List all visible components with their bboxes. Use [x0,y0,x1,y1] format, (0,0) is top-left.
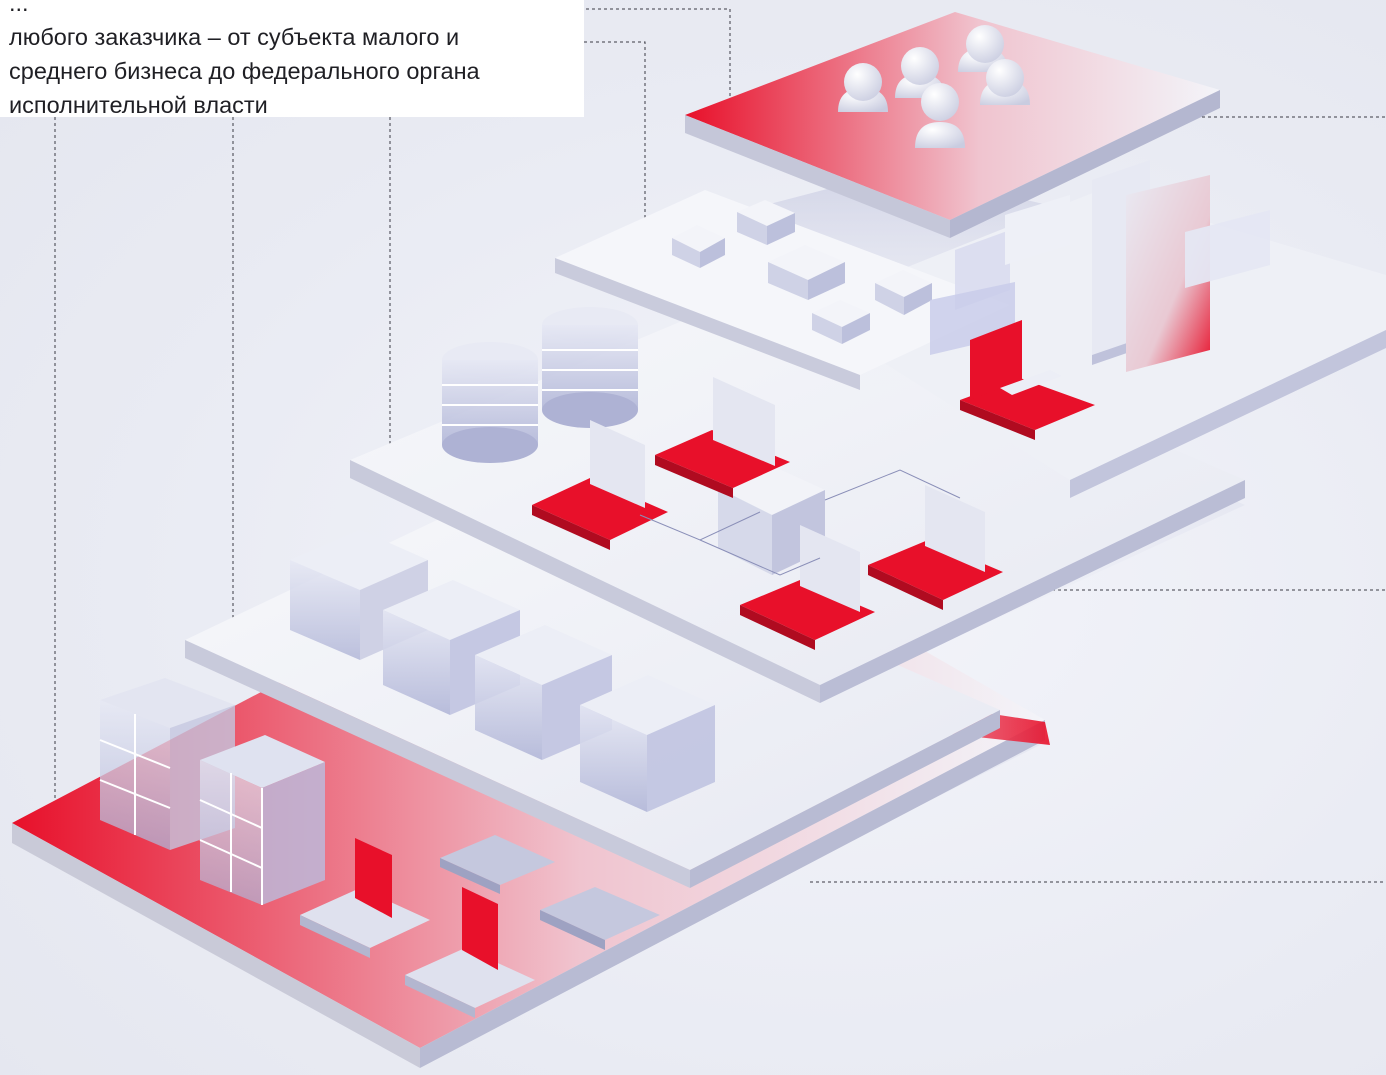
caption-text: ... любого заказчика – от субъекта малог… [9,0,480,117]
caption-box: ... любого заказчика – от субъекта малог… [0,0,584,117]
cube-icon [812,300,870,344]
leader-lines [54,8,1386,883]
cube-icon [672,225,725,268]
laptop-icon [868,485,1003,610]
leader-line-mid-left [584,41,646,248]
laptop-icon [655,377,790,498]
database-icon [542,307,638,428]
laptop-icon [300,838,430,958]
window-icon [1126,175,1210,372]
cube-icon [875,270,932,315]
laptop-icon [960,320,1095,440]
cube-icon [768,245,845,300]
cube-cluster-icon [199,735,325,905]
laptop-icon [740,525,875,650]
window-icon [1185,210,1270,288]
cube-icon [737,200,795,245]
laptop-icon [532,420,668,550]
laptop-icon [405,887,535,1018]
server-rack-icon [580,675,715,812]
server-rack-icon [383,580,520,715]
laptop-icon [540,887,660,950]
layer-applications [555,160,1386,498]
layer-data [350,280,1245,703]
window-icon [1005,195,1070,265]
users-icon [838,25,1030,148]
database-icon [442,342,538,463]
layer-users [685,12,1220,238]
leader-line-top-left [580,8,731,118]
layer-servers [185,490,1000,888]
laptop-icon [440,835,555,894]
